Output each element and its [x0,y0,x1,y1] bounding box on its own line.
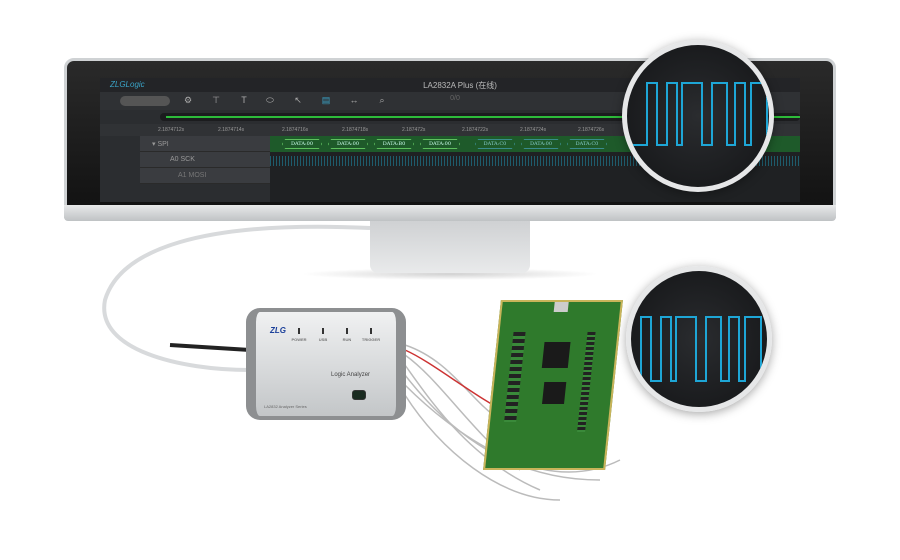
time-tick: 2.1874724s [520,127,547,133]
channel-spi[interactable]: ▾ SPI [140,136,270,152]
led-label: TRIGGER [361,337,381,342]
spi-packet: DATA:00 [420,139,460,149]
decoder-icon[interactable]: ▤ [321,95,331,105]
led-trigger: TRIGGER [356,328,386,342]
pointer-icon[interactable]: ↖ [294,95,302,105]
title-bar: ZLGLogic LA2832A Plus (在线) [100,78,800,92]
gear-icon[interactable]: ⚙ [183,95,193,105]
pin-header [504,332,526,422]
chip [541,342,571,368]
sck-waveform [270,156,800,166]
bus-icon[interactable]: ⬭ [266,95,274,105]
spi-packet: DATA:C0 [567,139,607,149]
time-tick: 2.187472s [402,127,426,133]
channel-a0-sck[interactable]: A0 SCK [140,152,270,168]
window-title: LA2832A Plus (在线) [423,81,497,90]
spi-packet: DATA:C0 [475,139,515,149]
monitor-stand [370,221,530,273]
device-brand-logo: ZLG [270,326,286,335]
zoom-icon[interactable]: ⌕ [379,95,385,105]
page-counter: 0/0 [450,95,460,102]
usb-connector [553,302,569,312]
led-usb: USB [308,328,338,342]
led-label: USB [318,337,328,342]
magnifier-board-waveform [626,266,772,412]
time-tick: 2.1874716s [282,127,309,133]
measure-icon[interactable]: ↔ [349,95,359,105]
square-wave-icon [631,316,767,382]
led-label: POWER [291,337,307,342]
target-circuit-board [483,300,623,470]
device-footer-text: LA2832 Analyzer Series [264,404,307,409]
spi-packet: DATA:00 [282,139,322,149]
led-power: POWER [284,328,314,342]
chip [542,382,567,404]
led-label: RUN [342,337,352,342]
time-tick: 2.1874714s [218,127,245,133]
square-wave-icon [627,82,769,146]
device-label: Logic Analyzer [331,372,371,378]
logic-analyzer-device: ZLG POWER USB RUN TRIGGER Logic Analyzer… [246,308,406,420]
app-logo: ZLGLogic [110,80,145,89]
time-tick: 2.1874712s [158,127,185,133]
cursor-t-icon[interactable]: T [241,95,247,105]
magnifier-screen-waveform [622,40,774,192]
time-tick: 2.1874722s [462,127,489,133]
pin-header [577,332,596,432]
monitor-chin [64,205,836,221]
channel-a1-mosi[interactable]: A1 MOSI [140,168,270,184]
time-tick: 2.1874718s [342,127,369,133]
filter-icon[interactable]: ⊤ [212,95,220,105]
led-run: RUN [332,328,362,342]
spi-packet: DATA:00 [328,139,368,149]
power-button[interactable] [352,390,366,400]
spi-packet: DATA:00 [521,139,561,149]
time-tick: 2.1874726s [578,127,605,133]
run-button[interactable] [120,96,170,106]
overview-bar[interactable] [160,113,800,121]
spi-packet: DATA:B0 [374,139,414,149]
